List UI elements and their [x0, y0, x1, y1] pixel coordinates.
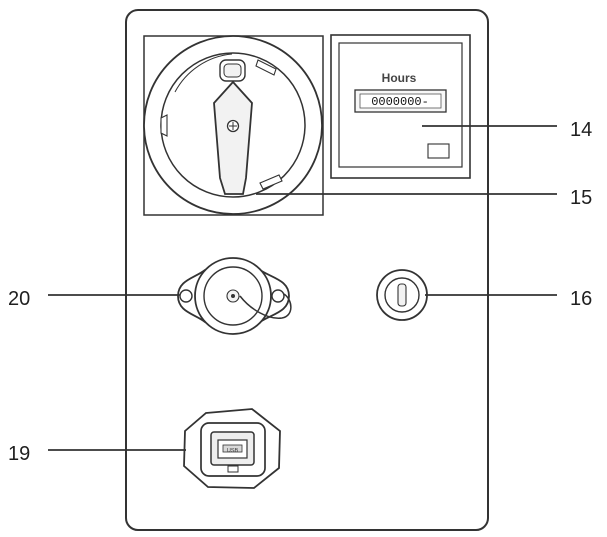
- rotary-switch-left-tab: [160, 114, 168, 137]
- usb-tongue: [222, 444, 243, 453]
- callout-label-16: 16: [570, 288, 592, 310]
- callout-label-14: 14: [570, 119, 592, 141]
- callout-lines: [48, 125, 557, 451]
- hour-meter-label: Hours: [382, 71, 417, 85]
- usb-lock-indicator: [227, 465, 239, 473]
- rotary-switch-lower-tab: [259, 174, 283, 190]
- coax-center-pin: [231, 294, 235, 298]
- key-switch-icon: [376, 269, 428, 321]
- coax-connector-icon: [177, 257, 292, 335]
- usb-port-icon: USB: [183, 408, 281, 489]
- rotary-switch-lock-slot: [223, 63, 242, 78]
- key-switch-slot: [397, 283, 407, 307]
- coax-cable-loop: [239, 293, 292, 319]
- usb-label: USB: [227, 448, 239, 454]
- callout-label-19: 19: [8, 443, 30, 465]
- coax-right-screw: [271, 289, 285, 303]
- rotary-switch-handle: [213, 80, 253, 195]
- hour-meter-reading: 0000000-: [371, 95, 429, 109]
- rotary-switch-icon: [143, 35, 324, 216]
- rotary-switch-ring-detail: [174, 53, 233, 93]
- rotary-switch-right-tab: [255, 59, 277, 76]
- hour-meter-readout-inner: [359, 93, 442, 109]
- coax-left-screw: [179, 289, 193, 303]
- hour-meter-icon: Hours 0000000-: [330, 34, 471, 179]
- callout-label-15: 15: [570, 187, 592, 209]
- callout-label-20: 20: [8, 288, 30, 310]
- hour-meter-indicator: [427, 143, 450, 159]
